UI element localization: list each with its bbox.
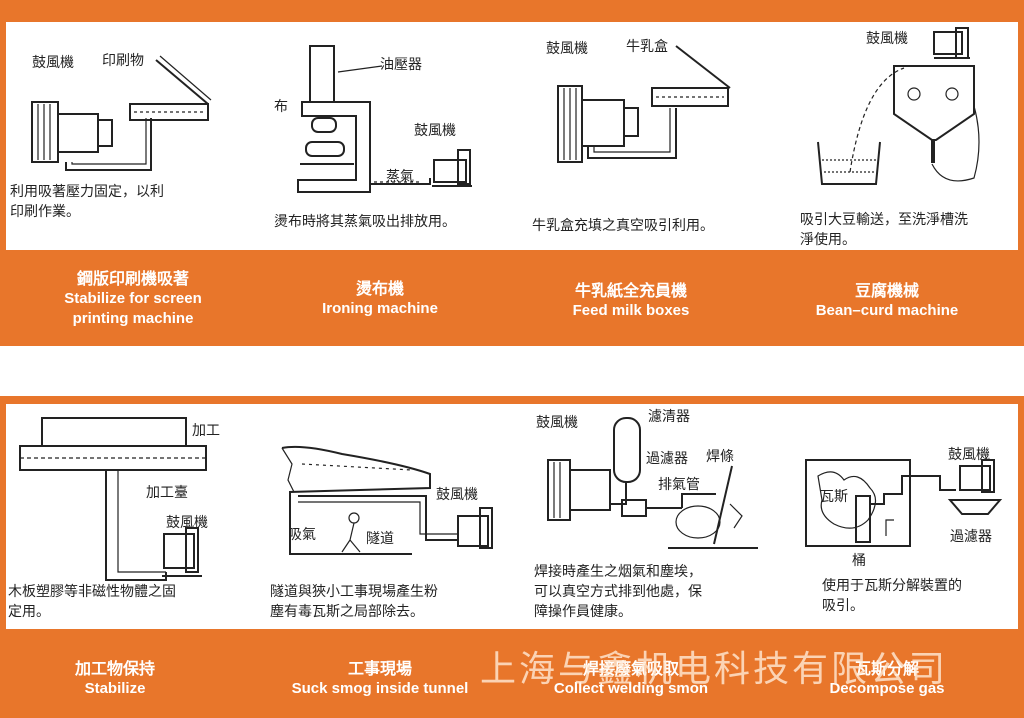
title-cn: 焊接廢氣吸取 xyxy=(582,659,679,678)
title-en: Decompose gas xyxy=(829,680,945,697)
diagram-screen-printing: 鼓風機 印刷物 利用吸著壓力固定，以利 印刷作業。 xyxy=(6,22,256,250)
caption-gas: 使用于瓦斯分解裝置的 吸引。 xyxy=(822,578,962,614)
footer-tunnel: 工事現場 Suck smog inside tunnel xyxy=(262,658,498,699)
footer-bean-curd: 豆腐機械 Bean–curd machine xyxy=(774,280,1000,321)
footer-gas: 瓦斯分解 Decompose gas xyxy=(774,658,1000,699)
diagram-bean-curd: 鼓風機 吸引大豆輸送，至洗淨槽洗 淨使用。 xyxy=(774,22,1018,250)
screen-printing-illustration xyxy=(31,55,212,171)
label-cleaner: 濾清器 xyxy=(648,409,690,425)
title-en-line2: printing machine xyxy=(72,310,194,327)
label-blower: 鼓風機 xyxy=(436,487,478,503)
tunnel-illustration xyxy=(281,445,493,555)
footer-milk-boxes: 牛乳紙全充員機 Feed milk boxes xyxy=(518,280,744,321)
label-worktable: 加工臺 xyxy=(146,485,188,501)
caption-welding: 焊接時產生之烟氣和塵埃， 可以真空方式排到他處，保 障操作員健康。 xyxy=(534,564,702,620)
footer-ironing: 燙布機 Ironing machine xyxy=(262,278,498,319)
stabilize-illustration xyxy=(19,417,207,581)
bean-curd-illustration xyxy=(817,27,980,185)
title-en: Stabilize xyxy=(84,680,146,697)
label-filter: 過濾器 xyxy=(646,451,688,467)
caption-ironing: 燙布時將其蒸氣吸出排放用。 xyxy=(274,214,456,230)
label-blower: 鼓風機 xyxy=(536,415,578,431)
diagram-milk-boxes: 鼓風機 牛乳盒 牛乳盒充填之真空吸引利用。 xyxy=(518,22,768,250)
label-gas: 瓦斯 xyxy=(820,489,848,505)
title-cn: 燙布機 xyxy=(355,279,404,298)
title-cn: 工事現場 xyxy=(347,659,412,678)
footer-screen-printing: 鋼版印刷機吸著 Stabilize for screen printing ma… xyxy=(10,268,256,329)
label-blower: 鼓風機 xyxy=(166,515,208,531)
label-tunnel: 隧道 xyxy=(366,531,394,547)
welding-illustration xyxy=(547,417,758,549)
gas-illustration xyxy=(805,459,1003,547)
caption-bean-curd: 吸引大豆輸送，至洗淨槽洗 淨使用。 xyxy=(800,212,968,248)
label-blower: 鼓風機 xyxy=(414,123,456,139)
diagram-tunnel: 鼓風機 吸氣 隧道 隧道與狹小工事現場產生粉 塵有毒瓦斯之局部除去。 xyxy=(262,404,512,629)
title-cn: 牛乳紙全充員機 xyxy=(574,281,687,300)
company-watermark: 上海与鑫机电科技有限公司 xyxy=(480,649,949,690)
label-cloth: 布 xyxy=(274,99,288,115)
label-printed-matter: 印刷物 xyxy=(102,53,144,69)
label-hydraulic: 油壓器 xyxy=(380,57,422,73)
title-en: Collect welding smon xyxy=(553,680,709,697)
label-blower: 鼓風機 xyxy=(866,31,908,47)
label-filter: 過濾器 xyxy=(950,529,992,545)
label-milk-box: 牛乳盒 xyxy=(626,39,668,55)
title-en: Feed milk boxes xyxy=(572,302,690,319)
label-suction: 吸氣 xyxy=(288,527,316,543)
ironing-illustration xyxy=(297,45,472,193)
bottom-diagram-panel xyxy=(6,404,1018,629)
footer-welding: 焊接廢氣吸取 Collect welding smon xyxy=(518,658,744,699)
label-welding-rod: 焊條 xyxy=(706,449,734,465)
title-cn: 加工物保持 xyxy=(74,659,155,678)
title-en: Bean–curd machine xyxy=(815,302,959,319)
label-blower: 鼓風機 xyxy=(948,447,990,463)
milk-boxes-illustration xyxy=(557,45,731,163)
label-steam: 蒸氣 xyxy=(386,169,414,185)
diagram-ironing: 油壓器 布 鼓風機 蒸氣 燙布時將其蒸氣吸出排放用。 xyxy=(262,22,512,250)
title-en: Suck smog inside tunnel xyxy=(291,680,469,697)
caption-screen-printing: 利用吸著壓力固定，以利 印刷作業。 xyxy=(10,184,164,220)
label-blower: 鼓風機 xyxy=(546,41,588,57)
top-diagram-panel xyxy=(6,22,1018,250)
caption-milk-boxes: 牛乳盒充填之真空吸引利用。 xyxy=(532,218,714,234)
diagram-welding: 鼓風機 濾清器 過濾器 焊條 排氣管 焊接時產生之烟氣和塵埃， 可以真空方式排到… xyxy=(518,404,768,629)
label-blower: 鼓風機 xyxy=(32,55,74,71)
title-en-line1: Stabilize for screen xyxy=(64,290,202,307)
title-cn: 豆腐機械 xyxy=(854,281,919,300)
title-cn: 鋼版印刷機吸著 xyxy=(76,269,189,288)
title-cn: 瓦斯分解 xyxy=(854,659,919,678)
diagram-gas: 鼓風機 瓦斯 過濾器 桶 使用于瓦斯分解裝置的 吸引。 xyxy=(774,404,1018,629)
caption-tunnel: 隧道與狹小工事現場產生粉 塵有毒瓦斯之局部除去。 xyxy=(270,584,438,620)
diagram-stabilize: 加工 加工臺 鼓風機 木板塑膠等非磁性物體之固 定用。 xyxy=(6,404,256,629)
label-barrel: 桶 xyxy=(852,553,866,569)
label-exhaust-pipe: 排氣管 xyxy=(658,477,700,493)
label-workpiece: 加工 xyxy=(192,423,220,439)
footer-stabilize: 加工物保持 Stabilize xyxy=(10,658,220,699)
caption-stabilize: 木板塑膠等非磁性物體之固 定用。 xyxy=(8,584,176,620)
title-en: Ironing machine xyxy=(322,300,438,317)
